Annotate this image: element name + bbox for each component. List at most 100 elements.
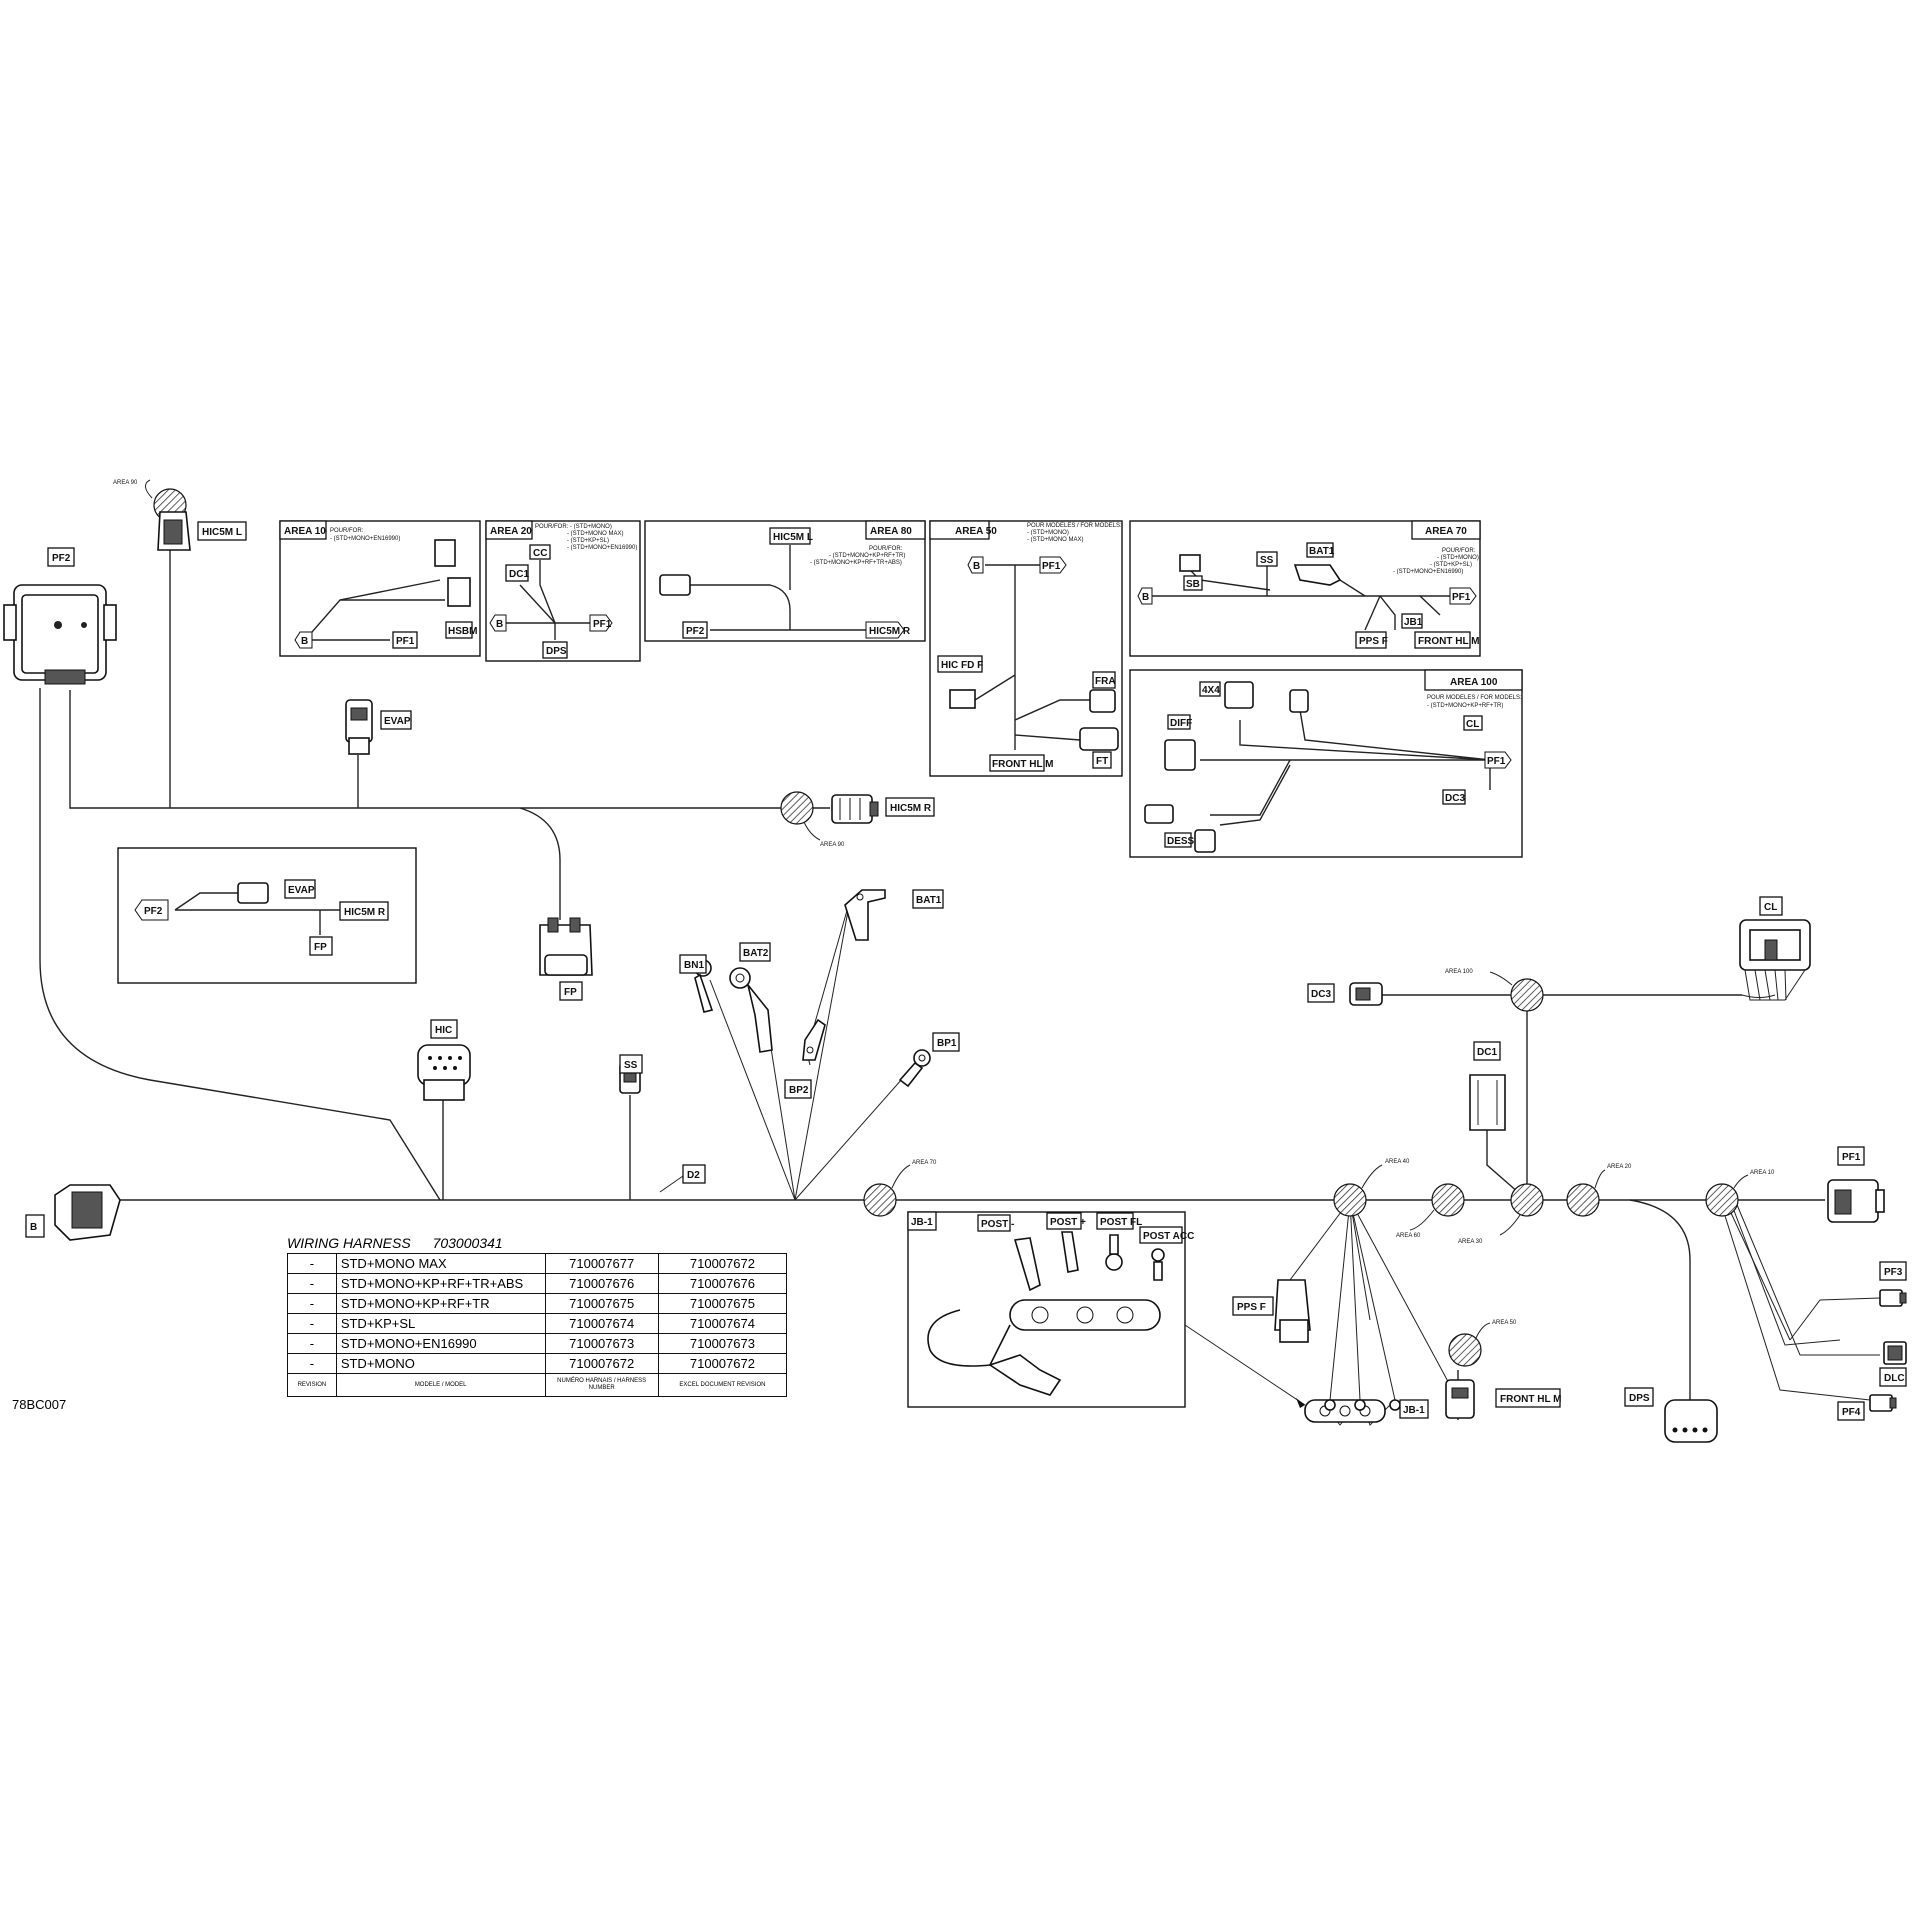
svg-text:DC3: DC3	[1311, 989, 1331, 1000]
tag-pf2: PF2	[47, 547, 75, 567]
dlc-connector	[1883, 1341, 1907, 1365]
area70-title: AREA 70	[1425, 526, 1467, 537]
inset-fp-tag: FP	[309, 936, 333, 956]
svg-text:SS: SS	[1260, 555, 1274, 566]
svg-text:POST FL: POST FL	[1100, 1217, 1142, 1228]
svg-text:B: B	[1142, 592, 1149, 603]
svg-text:D2: D2	[687, 1170, 700, 1181]
svg-text:JB-1: JB-1	[1403, 1405, 1425, 1416]
pf2-ecu-connector	[3, 584, 117, 685]
svg-text:POST -: POST -	[981, 1219, 1014, 1230]
table-cell-harness: 710007677	[544, 1253, 659, 1274]
table-cell-excel: 710007672	[657, 1353, 788, 1374]
terminal	[1324, 1399, 1336, 1411]
area70-note: POUR/FOR:	[1442, 548, 1476, 554]
svg-text:BAT1: BAT1	[1309, 546, 1335, 557]
svg-text:FRA: FRA	[1095, 676, 1116, 687]
tag-bn1: BN1	[679, 954, 707, 974]
svg-text:HIC5M R: HIC5M R	[344, 907, 386, 918]
tag-cl: CL	[1759, 896, 1783, 916]
area10-inset: AREA 10 POUR/FOR: - (STD+MONO+EN16990) B…	[279, 520, 481, 657]
table-cell-harness: 710007672	[544, 1353, 659, 1374]
tag-evap: EVAP	[380, 710, 412, 730]
tag-dc1: DC1	[1473, 1041, 1501, 1061]
svg-text:POST +: POST +	[1050, 1217, 1086, 1228]
table-cell-harness: 710007673	[544, 1333, 659, 1354]
area100-title: AREA 100	[1450, 677, 1498, 688]
area50-title: AREA 50	[955, 526, 997, 537]
svg-text:DLC: DLC	[1884, 1373, 1905, 1384]
svg-text:PPS F: PPS F	[1237, 1302, 1266, 1313]
area70-inset: AREA 70 POUR/FOR: - (STD+MONO) - (STD+KP…	[1129, 520, 1481, 657]
bat2-terminal	[729, 967, 773, 1053]
svg-text:PPS F: PPS F	[1359, 636, 1388, 647]
drawing-id: 78BC007	[12, 1397, 67, 1412]
svg-text:SS: SS	[624, 1060, 638, 1071]
pf1-connector	[1827, 1179, 1885, 1223]
svg-text:DC3: DC3	[1445, 793, 1465, 804]
svg-text:DPS: DPS	[1629, 1393, 1650, 1404]
tag-ss: SS	[619, 1054, 643, 1074]
svg-text:B: B	[496, 619, 503, 630]
area20-title: AREA 20	[490, 526, 532, 537]
svg-text:PF1: PF1	[593, 619, 612, 630]
area20-note: - (STD+KP+SL)	[567, 538, 609, 544]
table-cell-model: STD+MONO	[335, 1353, 546, 1374]
area-node	[1566, 1183, 1600, 1217]
area50-note: - (STD+MONO)	[1027, 530, 1069, 536]
svg-text:FP: FP	[564, 987, 577, 998]
table-header-harness: NUMÉRO HARNAIS / HARNESS NUMBER	[544, 1373, 659, 1397]
tag-dc3: DC3	[1307, 983, 1335, 1003]
area20-note: - (STD+MONO MAX)	[567, 531, 624, 537]
bp1-ring-terminal	[898, 1049, 931, 1088]
area20-note: - (STD+MONO+EN16990)	[567, 545, 637, 551]
svg-text:JB-1: JB-1	[911, 1217, 933, 1228]
svg-text:DC1: DC1	[1477, 1047, 1497, 1058]
table-header-excel: EXCEL DOCUMENT REVISION	[657, 1373, 788, 1397]
svg-text:PF1: PF1	[1452, 592, 1471, 603]
tag-jb1-detail: JB-1	[907, 1211, 937, 1231]
svg-text:PF1: PF1	[1487, 756, 1506, 767]
area-node-labels: AREA 90 AREA 90 AREA 70 AREA 40 AREA 60 …	[113, 479, 1775, 1339]
tag-d2: D2	[682, 1164, 706, 1184]
area-nodes	[153, 488, 1739, 1367]
jb1-detail-box: JB-1 POST - POST + POST FL POST ACC	[907, 1211, 1306, 1408]
tag-front-hl-m: FRONT HL M	[1495, 1388, 1561, 1408]
area10-note: POUR/FOR:	[330, 528, 364, 534]
area-label: AREA 90	[820, 842, 845, 848]
tag-jb1: JB-1	[1399, 1399, 1429, 1419]
svg-text:DIFF: DIFF	[1170, 718, 1192, 729]
table-cell-model: STD+MONO+EN16990	[335, 1333, 546, 1354]
area-label: AREA 20	[1607, 1164, 1632, 1170]
table-cell-excel: 710007672	[657, 1253, 788, 1274]
tag-bat1: BAT1	[912, 889, 944, 909]
tag-b: B	[25, 1214, 45, 1238]
svg-text:HIC5M L: HIC5M L	[202, 527, 242, 538]
area70-note: - (STD+MONO+EN16990)	[1393, 569, 1463, 575]
svg-text:POST ACC: POST ACC	[1143, 1231, 1194, 1242]
tag-post-fl: POST FL	[1096, 1212, 1142, 1230]
svg-text:PF2: PF2	[686, 626, 705, 637]
table-cell-excel: 710007674	[657, 1313, 788, 1334]
svg-text:FRONT HL M: FRONT HL M	[1500, 1394, 1561, 1405]
tag-bat2: BAT2	[739, 942, 771, 962]
svg-text:DC1: DC1	[509, 569, 529, 580]
area-node	[780, 791, 814, 825]
svg-text:BAT2: BAT2	[743, 948, 769, 959]
svg-text:HIC5M R: HIC5M R	[890, 803, 932, 814]
area20-note: POUR/FOR: - (STD+MONO)	[535, 524, 612, 530]
svg-text:B: B	[30, 1222, 37, 1233]
evap-inset: PF2 EVAP HIC5M R FP	[117, 847, 417, 984]
area70-note: - (STD+MONO)	[1437, 555, 1479, 561]
area20-inset: AREA 20 POUR/FOR: - (STD+MONO) - (STD+MO…	[485, 520, 641, 662]
svg-text:PF2: PF2	[144, 906, 163, 917]
harness-number: 703000341	[432, 1235, 503, 1251]
tag-hic5m-r: HIC5M R	[885, 797, 935, 817]
harness-title: WIRING HARNESS	[287, 1235, 411, 1251]
table-cell-rev: -	[287, 1353, 337, 1374]
